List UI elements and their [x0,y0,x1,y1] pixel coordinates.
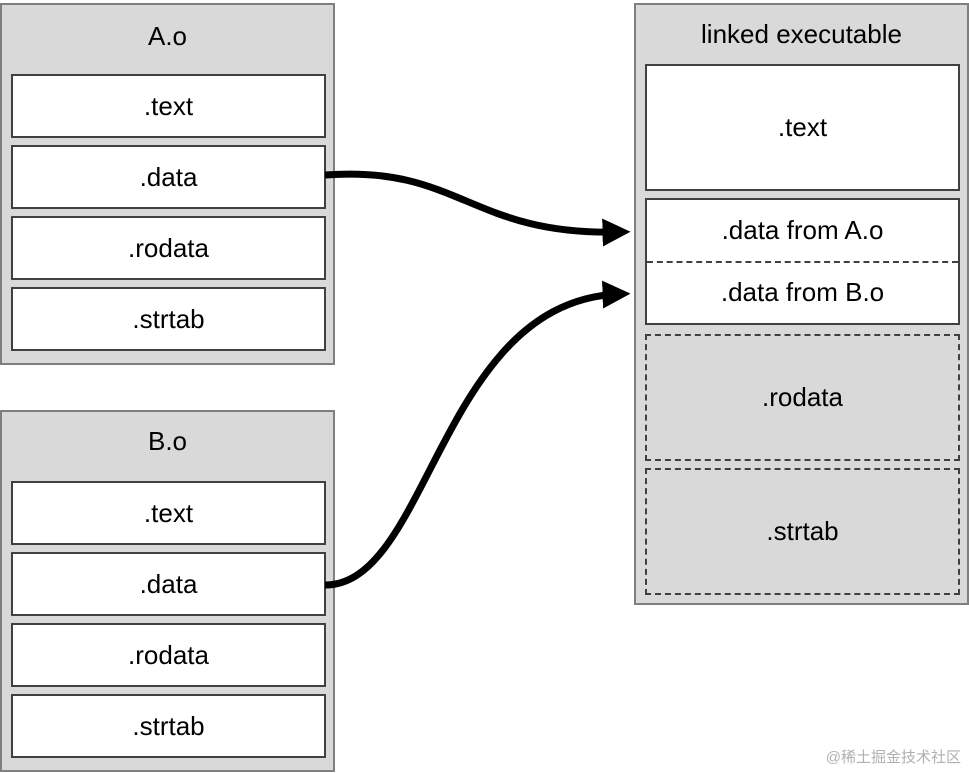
exe-rodata-section: .rodata [645,334,960,461]
object-file-a-title: A.o [147,21,188,51]
watermark: @稀土掘金技术社区 [825,749,961,766]
exe-text-section: .text [645,64,960,191]
a-data-section: .data [11,145,326,209]
object-file-b-title: B.o [147,426,188,456]
object-file-a: A.o .text .data .rodata .strtab [0,3,335,365]
exe-data-section: .data from A.o .data from B.o [645,198,960,325]
a-rodata-section: .rodata [11,216,326,280]
arrow-b-data-to-exe [324,280,631,589]
exe-data-from-a: .data from A.o [721,214,884,245]
data-divider [647,260,958,263]
b-strtab-section: .strtab [11,694,326,758]
arrow-a-data-to-exe [324,170,631,247]
a-strtab-section: .strtab [11,287,326,351]
linked-executable-title: linked executable [701,19,902,49]
b-text-section: .text [11,481,326,545]
exe-strtab-section: .strtab [645,468,960,595]
a-text-section: .text [11,74,326,138]
b-rodata-section: .rodata [11,623,326,687]
object-file-b: B.o .text .data .rodata .strtab [0,410,335,772]
b-data-section: .data [11,552,326,616]
linked-executable: linked executable .text .data from A.o .… [634,3,969,605]
exe-data-from-b: .data from B.o [720,277,885,308]
